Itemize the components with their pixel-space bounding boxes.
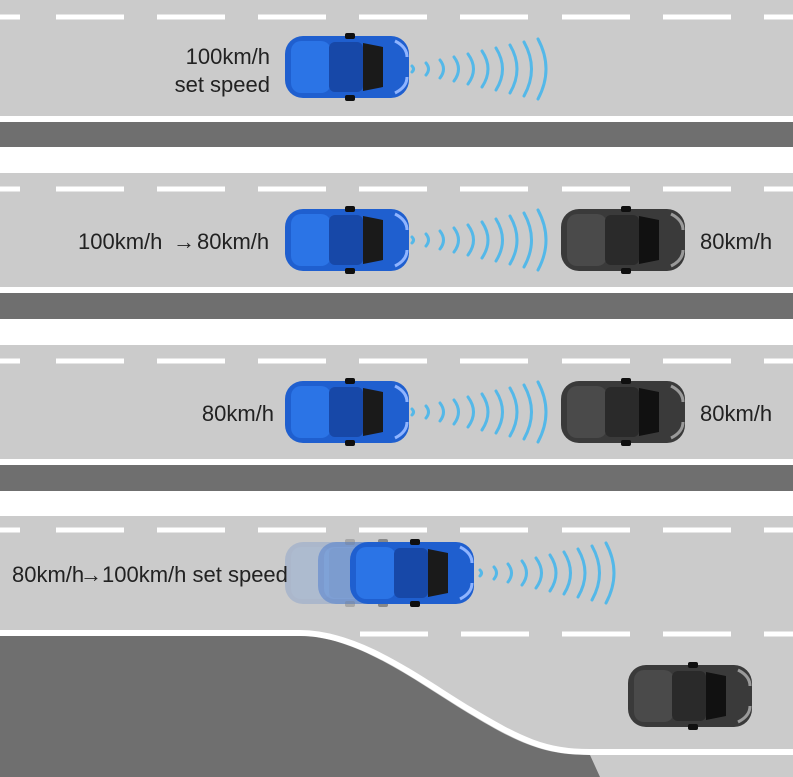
road-edge-line <box>0 459 793 465</box>
lead-car-icon <box>559 376 687 448</box>
own-car-icon <box>348 537 476 609</box>
road-edge-line <box>0 116 793 122</box>
own-car-icon <box>283 31 411 103</box>
arrow-right-icon: → <box>173 229 195 254</box>
own-car-icon <box>283 376 411 448</box>
lead-vehicle-speed-label: 80km/h <box>700 401 772 426</box>
shoulder <box>0 122 793 147</box>
shoulder <box>0 465 793 491</box>
speed-from-label: 80km/h <box>12 562 84 587</box>
shoulder <box>0 293 793 319</box>
scene-4: 80km/h → 100km/h set speed <box>0 516 793 777</box>
scene-1: 100km/h set speed <box>0 0 793 147</box>
scene-3: 80km/h 80km/h <box>0 345 793 491</box>
speed-to-label: 100km/h set speed <box>102 562 288 587</box>
speed-from-label: 100km/h <box>78 229 162 254</box>
road-edge-line <box>0 287 793 293</box>
speed-label-line-2: set speed <box>175 72 270 97</box>
arrow-right-icon: → <box>80 562 102 587</box>
lead-car-icon <box>559 204 687 276</box>
own-car-icon <box>283 204 411 276</box>
shoulder <box>0 636 600 777</box>
lead-vehicle-speed-label: 80km/h <box>700 229 772 254</box>
scene-2: 100km/h → 80km/h 80km/h <box>0 173 793 319</box>
lane-edge-curve <box>0 630 793 755</box>
lead-car-icon <box>626 660 754 732</box>
speed-to-label: 80km/h <box>197 229 269 254</box>
speed-label-line-1: 100km/h <box>186 44 270 69</box>
speed-label: 80km/h <box>202 401 274 426</box>
